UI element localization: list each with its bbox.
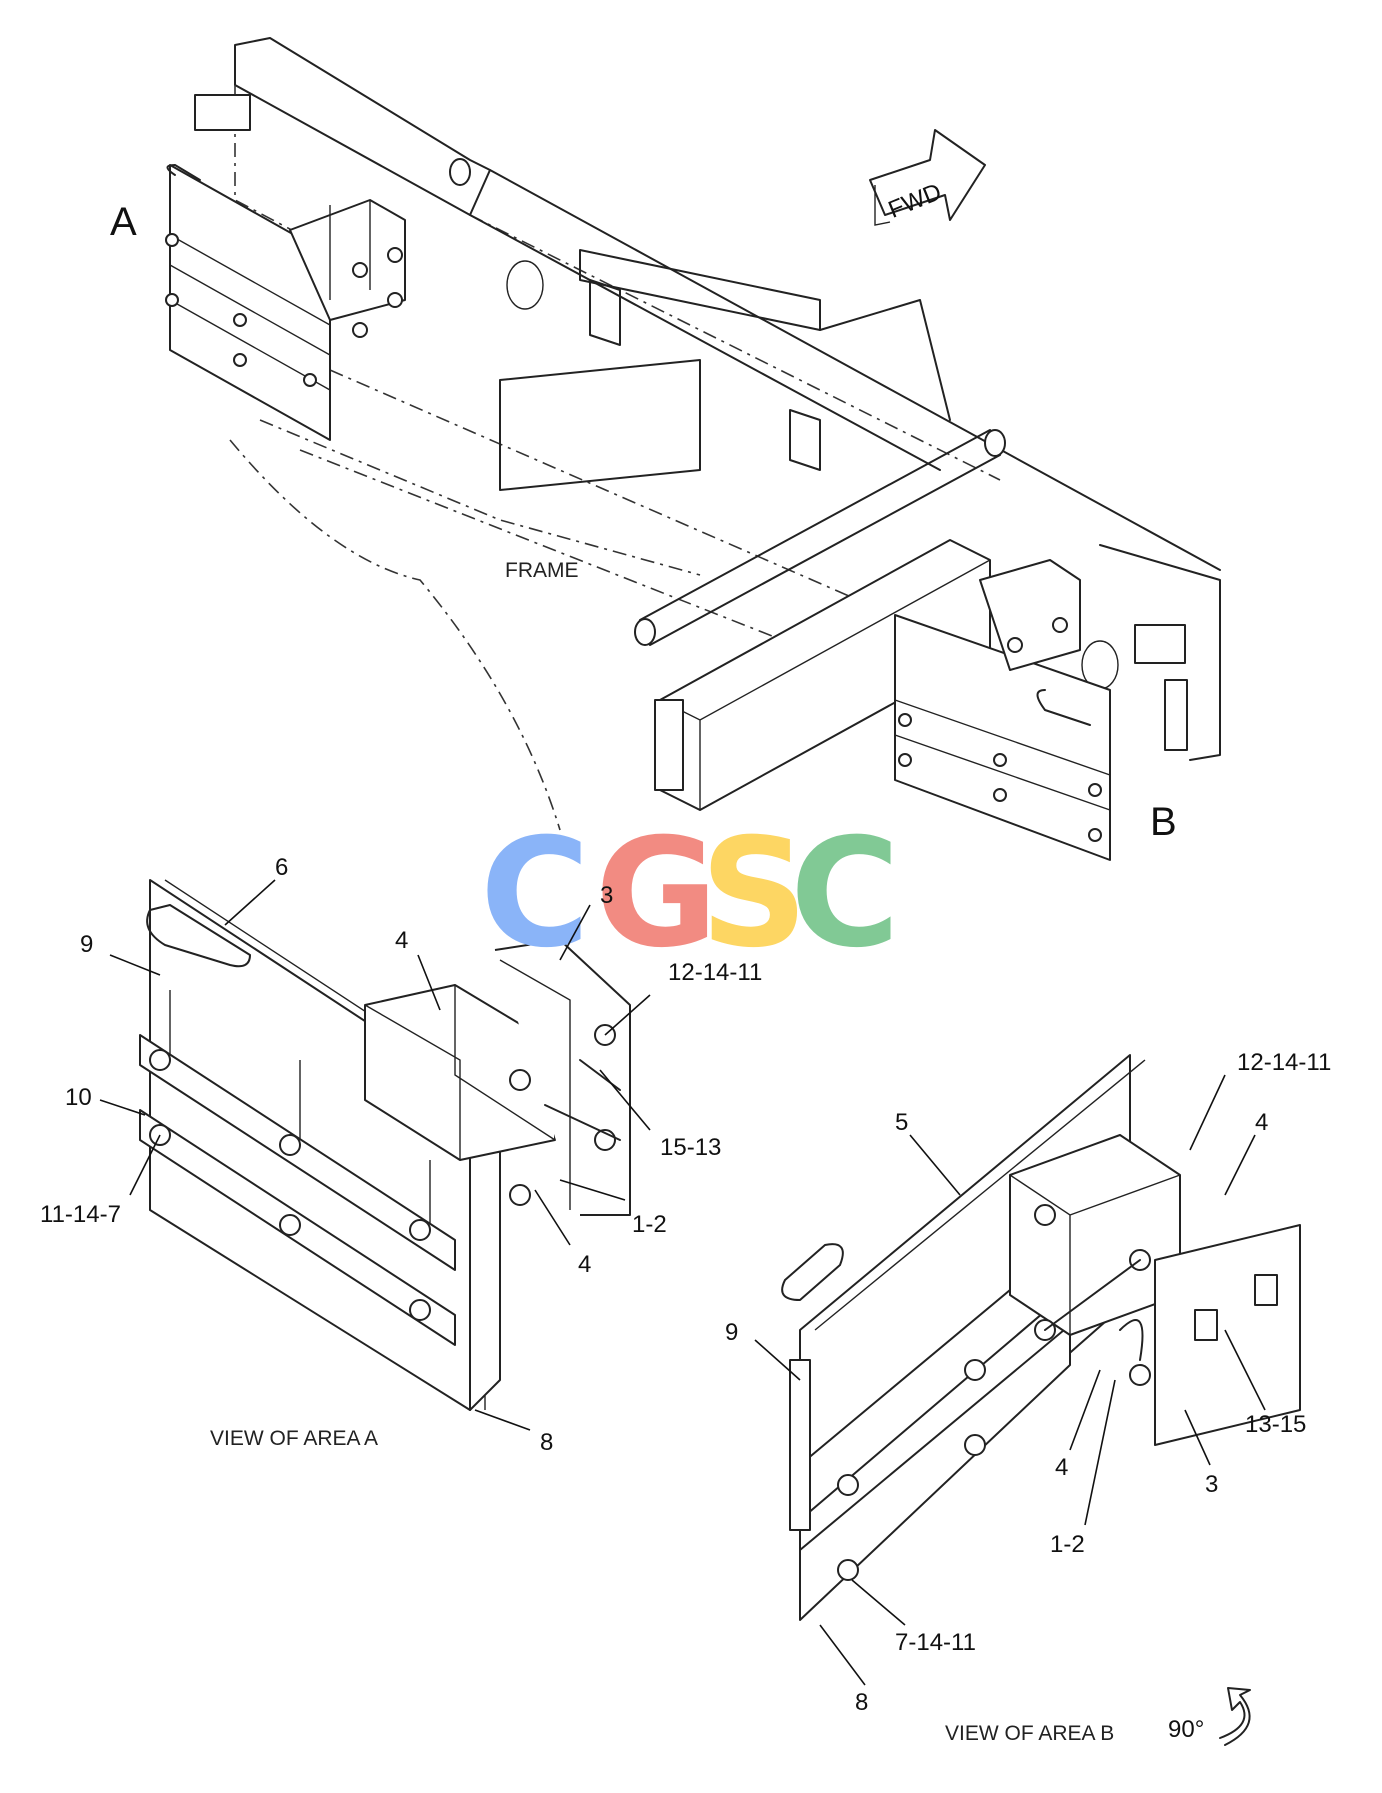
area-a-bracket [165,164,406,441]
callouts-view-b: 12-14-11 5 4 9 13-15 4 3 1-2 7-14-11 8 [725,1049,1331,1716]
callout: 12-14-11 [668,959,762,986]
watermark-letter: S [700,807,808,981]
watermark-letter: G [595,807,718,981]
leader-lines [99,879,1266,1686]
callout: 13-15 [1245,1411,1306,1438]
callout: 4 [578,1251,591,1278]
watermark-letter: C [790,807,900,981]
callout: 1-2 [632,1211,667,1238]
frame-assembly [194,37,1221,831]
area-b-label: B [1150,800,1177,844]
callout: 4 [1055,1454,1068,1481]
watermark-logo: C G S C [480,807,900,981]
callouts-view-a: 6 9 4 3 12-14-11 10 15-13 11-14-7 1-2 4 … [40,854,762,1456]
callout: 11-14-7 [40,1201,121,1228]
callout: 8 [540,1429,553,1456]
rotation-label: 90° [1168,1716,1204,1743]
callout: 3 [600,882,613,909]
frame-label: FRAME [505,559,579,582]
callout: 9 [80,931,93,958]
callout: 4 [1255,1109,1268,1136]
callout: 4 [395,927,408,954]
area-a-label: A [110,200,137,244]
callout: 15-13 [660,1134,721,1161]
view-a-caption: VIEW OF AREA A [210,1427,378,1450]
area-b-bracket [894,559,1111,861]
callout: 5 [895,1109,908,1136]
callout: 3 [1205,1471,1218,1498]
view-b-drawing [781,1054,1301,1621]
fwd-arrow-icon [869,129,986,226]
callout: 8 [855,1689,868,1716]
rotation-arrow-icon [1219,1687,1251,1746]
view-a-drawing [139,879,631,1411]
frame-hole [506,260,544,310]
callout: 10 [65,1084,92,1111]
view-b-caption: VIEW OF AREA B [945,1722,1114,1745]
callout: 7-14-11 [895,1629,976,1656]
frame-block-upper [194,94,251,131]
callout: 9 [725,1319,738,1346]
callout: 12-14-11 [1237,1049,1331,1076]
callout: 6 [275,854,288,881]
frame-block-right [1134,624,1186,664]
watermark-letter: C [480,807,590,981]
callout: 1-2 [1050,1531,1085,1558]
